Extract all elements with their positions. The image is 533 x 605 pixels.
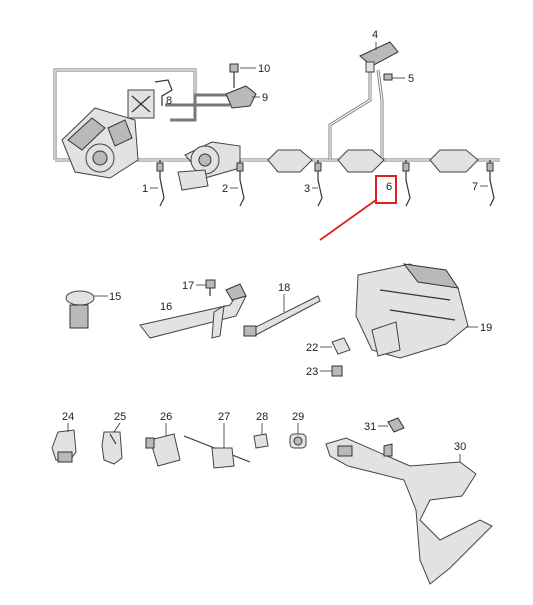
support-bracket-30 [325, 437, 493, 585]
exhaust-system-illustration [53, 41, 500, 207]
svg-text:6: 6 [386, 181, 392, 193]
cable-holder-27 [183, 435, 251, 469]
svg-text:15: 15 [109, 291, 121, 303]
svg-text:23: 23 [306, 366, 318, 378]
callout-8: 8 [166, 95, 172, 107]
svg-text:5: 5 [408, 73, 414, 85]
pressure-sensor [359, 41, 399, 73]
clip-25 [101, 431, 123, 465]
catalytic-converter-2 [337, 149, 385, 173]
svg-text:25: 25 [114, 411, 126, 423]
svg-text:7: 7 [472, 181, 478, 193]
bolt-23 [331, 365, 343, 377]
svg-text:9: 9 [262, 92, 268, 104]
nut-31 [387, 417, 405, 433]
callout-30: 30 [454, 441, 466, 462]
engine-block [61, 107, 139, 179]
svg-text:27: 27 [218, 411, 230, 423]
callout-17: 17 [182, 280, 206, 292]
callout-24: 24 [62, 411, 74, 432]
svg-text:8: 8 [166, 95, 172, 107]
callout-16: 16 [160, 301, 172, 313]
svg-text:2: 2 [222, 183, 228, 195]
clip-24 [51, 429, 77, 463]
svg-text:30: 30 [454, 441, 466, 453]
sensor-housing [127, 89, 155, 119]
svg-text:3: 3 [304, 183, 310, 195]
svg-text:10: 10 [258, 63, 270, 75]
callout-19: 19 [466, 322, 492, 334]
clip-28 [253, 433, 269, 449]
svg-text:24: 24 [62, 411, 74, 423]
hose-clamp [65, 290, 95, 329]
bolt-17 [205, 279, 216, 296]
callout-9: 9 [252, 92, 268, 104]
callout-7: 7 [472, 181, 488, 193]
bolt [229, 63, 239, 88]
svg-text:1: 1 [142, 183, 148, 195]
svg-text:4: 4 [372, 29, 378, 41]
callout-29: 29 [292, 411, 304, 434]
callout-23: 23 [306, 366, 332, 378]
callout-31: 31 [364, 421, 388, 433]
nut-22 [331, 337, 351, 355]
callout-3: 3 [304, 183, 318, 195]
callout-18: 18 [278, 282, 290, 312]
catalytic-converter-1 [267, 149, 313, 173]
callout-5: 5 [392, 73, 414, 85]
callout-15: 15 [94, 291, 121, 303]
screw [383, 73, 393, 81]
relay-bracket [355, 263, 469, 359]
actuator [225, 85, 257, 109]
svg-text:22: 22 [306, 342, 318, 354]
mounting-bracket [139, 283, 247, 339]
callout-27: 27 [218, 411, 230, 448]
svg-text:19: 19 [480, 322, 492, 334]
svg-text:18: 18 [278, 282, 290, 294]
callout-2: 2 [222, 183, 238, 195]
highlight-marker [319, 175, 397, 241]
callout-26: 26 [160, 411, 172, 436]
callout-25: 25 [113, 411, 126, 433]
svg-text:31: 31 [364, 421, 376, 433]
callout-6: 6 [386, 181, 392, 193]
highlight-arrow [319, 199, 377, 241]
grommet-29 [289, 433, 307, 449]
turbocharger [177, 141, 241, 191]
catalytic-converter-3 [429, 149, 479, 173]
svg-text:26: 26 [160, 411, 172, 423]
callout-1: 1 [142, 183, 158, 195]
svg-text:17: 17 [182, 280, 194, 292]
callout-4: 4 [372, 29, 378, 50]
callout-10: 10 [240, 63, 270, 75]
callout-28: 28 [256, 411, 268, 434]
cable-tie [243, 295, 321, 337]
callout-22: 22 [306, 342, 332, 354]
svg-text:29: 29 [292, 411, 304, 423]
svg-text:16: 16 [160, 301, 172, 313]
connector-26 [145, 433, 181, 467]
svg-text:28: 28 [256, 411, 268, 423]
